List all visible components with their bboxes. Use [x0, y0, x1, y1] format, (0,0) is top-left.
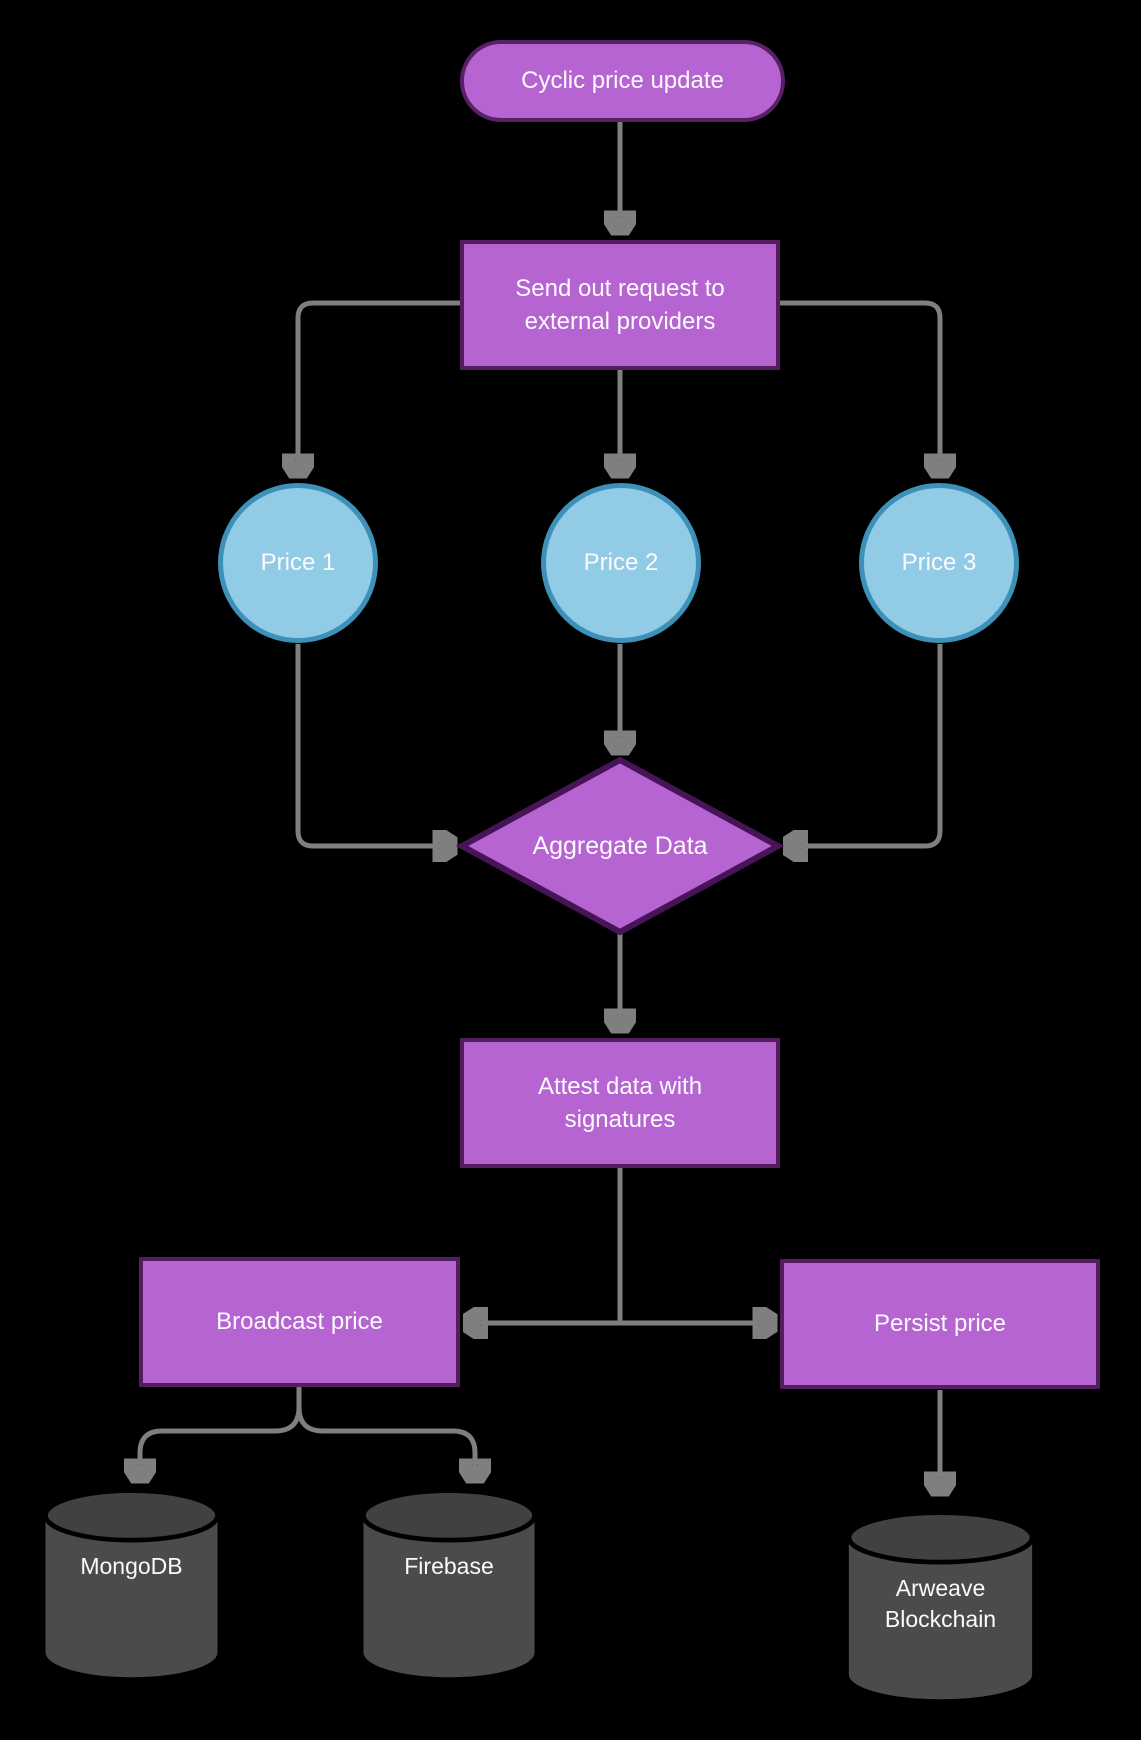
- edge-send-request-to-price3: [780, 300, 940, 477]
- node-label: Price 3: [901, 549, 977, 577]
- edge-broadcast-to-mongodb: [140, 1387, 302, 1482]
- node-cyclic-price-update: Cyclic price update: [460, 40, 785, 122]
- node-persist-price: Persist price: [780, 1259, 1100, 1389]
- node-mongodb: MongoDB: [40, 1483, 223, 1683]
- node-broadcast-price: Broadcast price: [139, 1257, 460, 1387]
- node-attest-data: Attest data with signatures: [460, 1038, 780, 1168]
- node-label: Attest data with signatures: [537, 1072, 703, 1133]
- node-label: Firebase: [404, 1553, 494, 1579]
- edge-broadcast-to-firebase: [296, 1387, 475, 1482]
- cylinder-icon: [361, 1488, 537, 1678]
- node-label: Cyclic price update: [521, 67, 724, 95]
- node-label: MongoDB: [80, 1553, 183, 1579]
- node-label: Broadcast price: [216, 1308, 383, 1336]
- diamond-shape: [455, 756, 785, 936]
- node-send-request: Send out request to external providers: [460, 240, 780, 370]
- edge-send-request-to-price1: [298, 300, 460, 477]
- node-price-2: Price 2: [541, 483, 701, 643]
- node-label: Aggregate Data: [532, 831, 708, 860]
- node-label: Price 2: [583, 549, 659, 577]
- node-price-3: Price 3: [859, 483, 1019, 643]
- node-price-1: Price 1: [218, 483, 378, 643]
- cylinder-icon: [846, 1510, 1035, 1700]
- edge-price3-to-aggregate: [784, 644, 943, 846]
- node-aggregate-data: Aggregate Data: [450, 752, 790, 940]
- node-firebase: Firebase: [358, 1483, 540, 1683]
- edge-price1-to-aggregate: [295, 644, 456, 846]
- node-label: Arweave Blockchain: [884, 1575, 997, 1633]
- node-label: Send out request to external providers: [515, 274, 725, 335]
- cylinder-icon: [43, 1488, 220, 1678]
- node-label: Price 1: [260, 549, 336, 577]
- node-label: Persist price: [873, 1310, 1007, 1338]
- node-arweave-blockchain: Arweave Blockchain: [843, 1505, 1038, 1705]
